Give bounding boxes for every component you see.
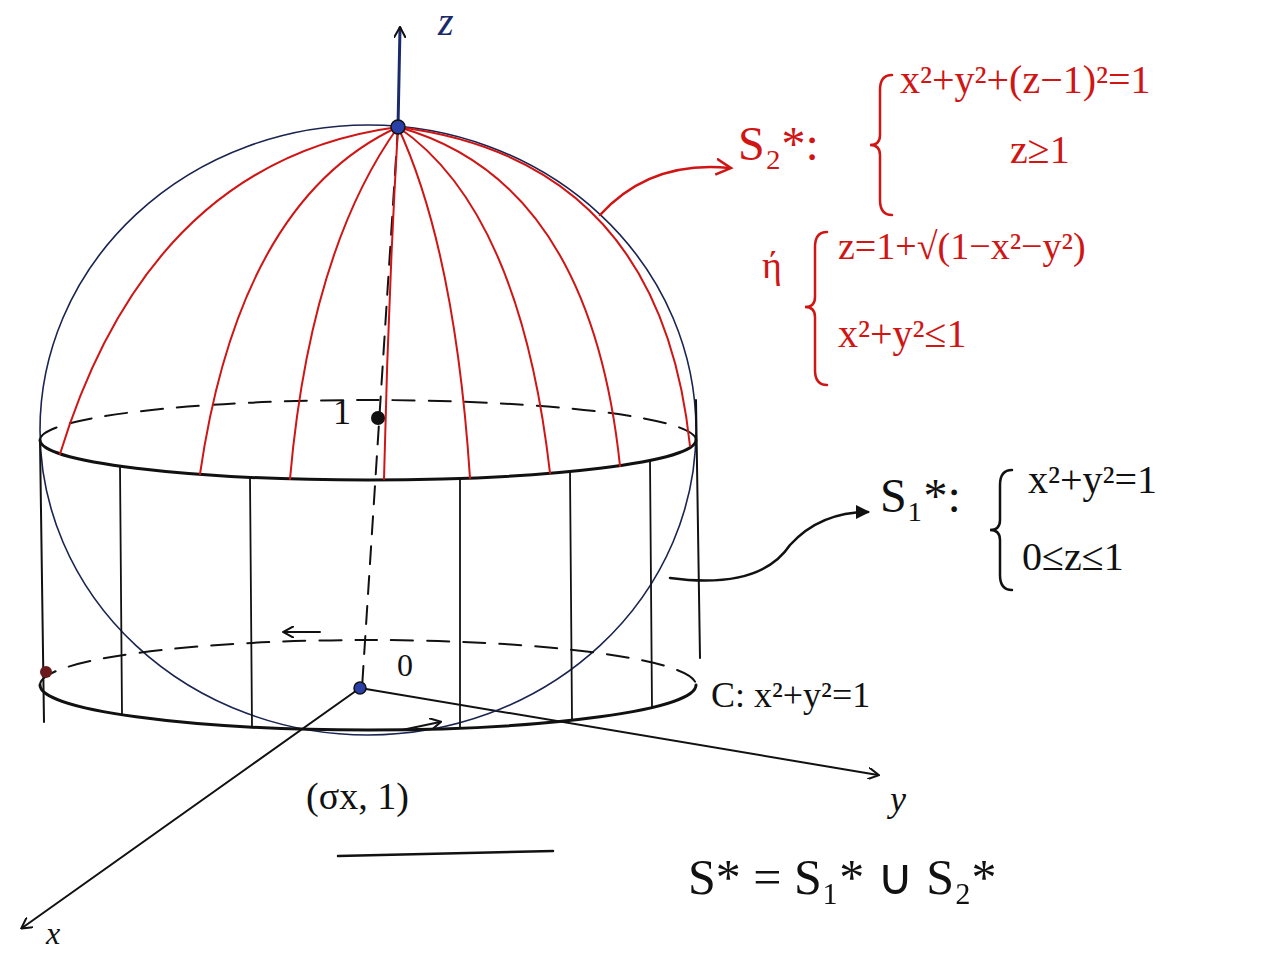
meridians [60, 127, 690, 479]
equation: x²+y²+(z−1)²=1 [900, 58, 1151, 102]
axis-label: x [46, 916, 60, 951]
axis-label: z [438, 0, 454, 44]
surface-name: S₁*: [880, 470, 961, 523]
axis-label: y [890, 780, 906, 820]
condition: z≥1 [1010, 128, 1070, 172]
sphere [40, 125, 696, 735]
braces-and-pointers [600, 75, 1012, 590]
surface-union: S* = S₁* ∪ S₂* [688, 850, 996, 905]
orientation-note: (σx, 1) [306, 776, 409, 818]
point-label: 1 [333, 393, 351, 433]
equation: z=1+√(1−x²−y²) [838, 226, 1086, 268]
condition: x²+y²≤1 [838, 312, 967, 356]
condition: 0≤z≤1 [1022, 535, 1124, 579]
axes [22, 28, 878, 928]
points [40, 120, 405, 694]
origin-label: 0 [397, 648, 413, 683]
curve-label: C: x²+y²=1 [708, 676, 873, 716]
equation: x²+y²=1 [1028, 458, 1157, 502]
surface-name: S₂*: [738, 118, 819, 171]
conjunction: ή [762, 245, 782, 287]
cylinder [40, 400, 700, 856]
